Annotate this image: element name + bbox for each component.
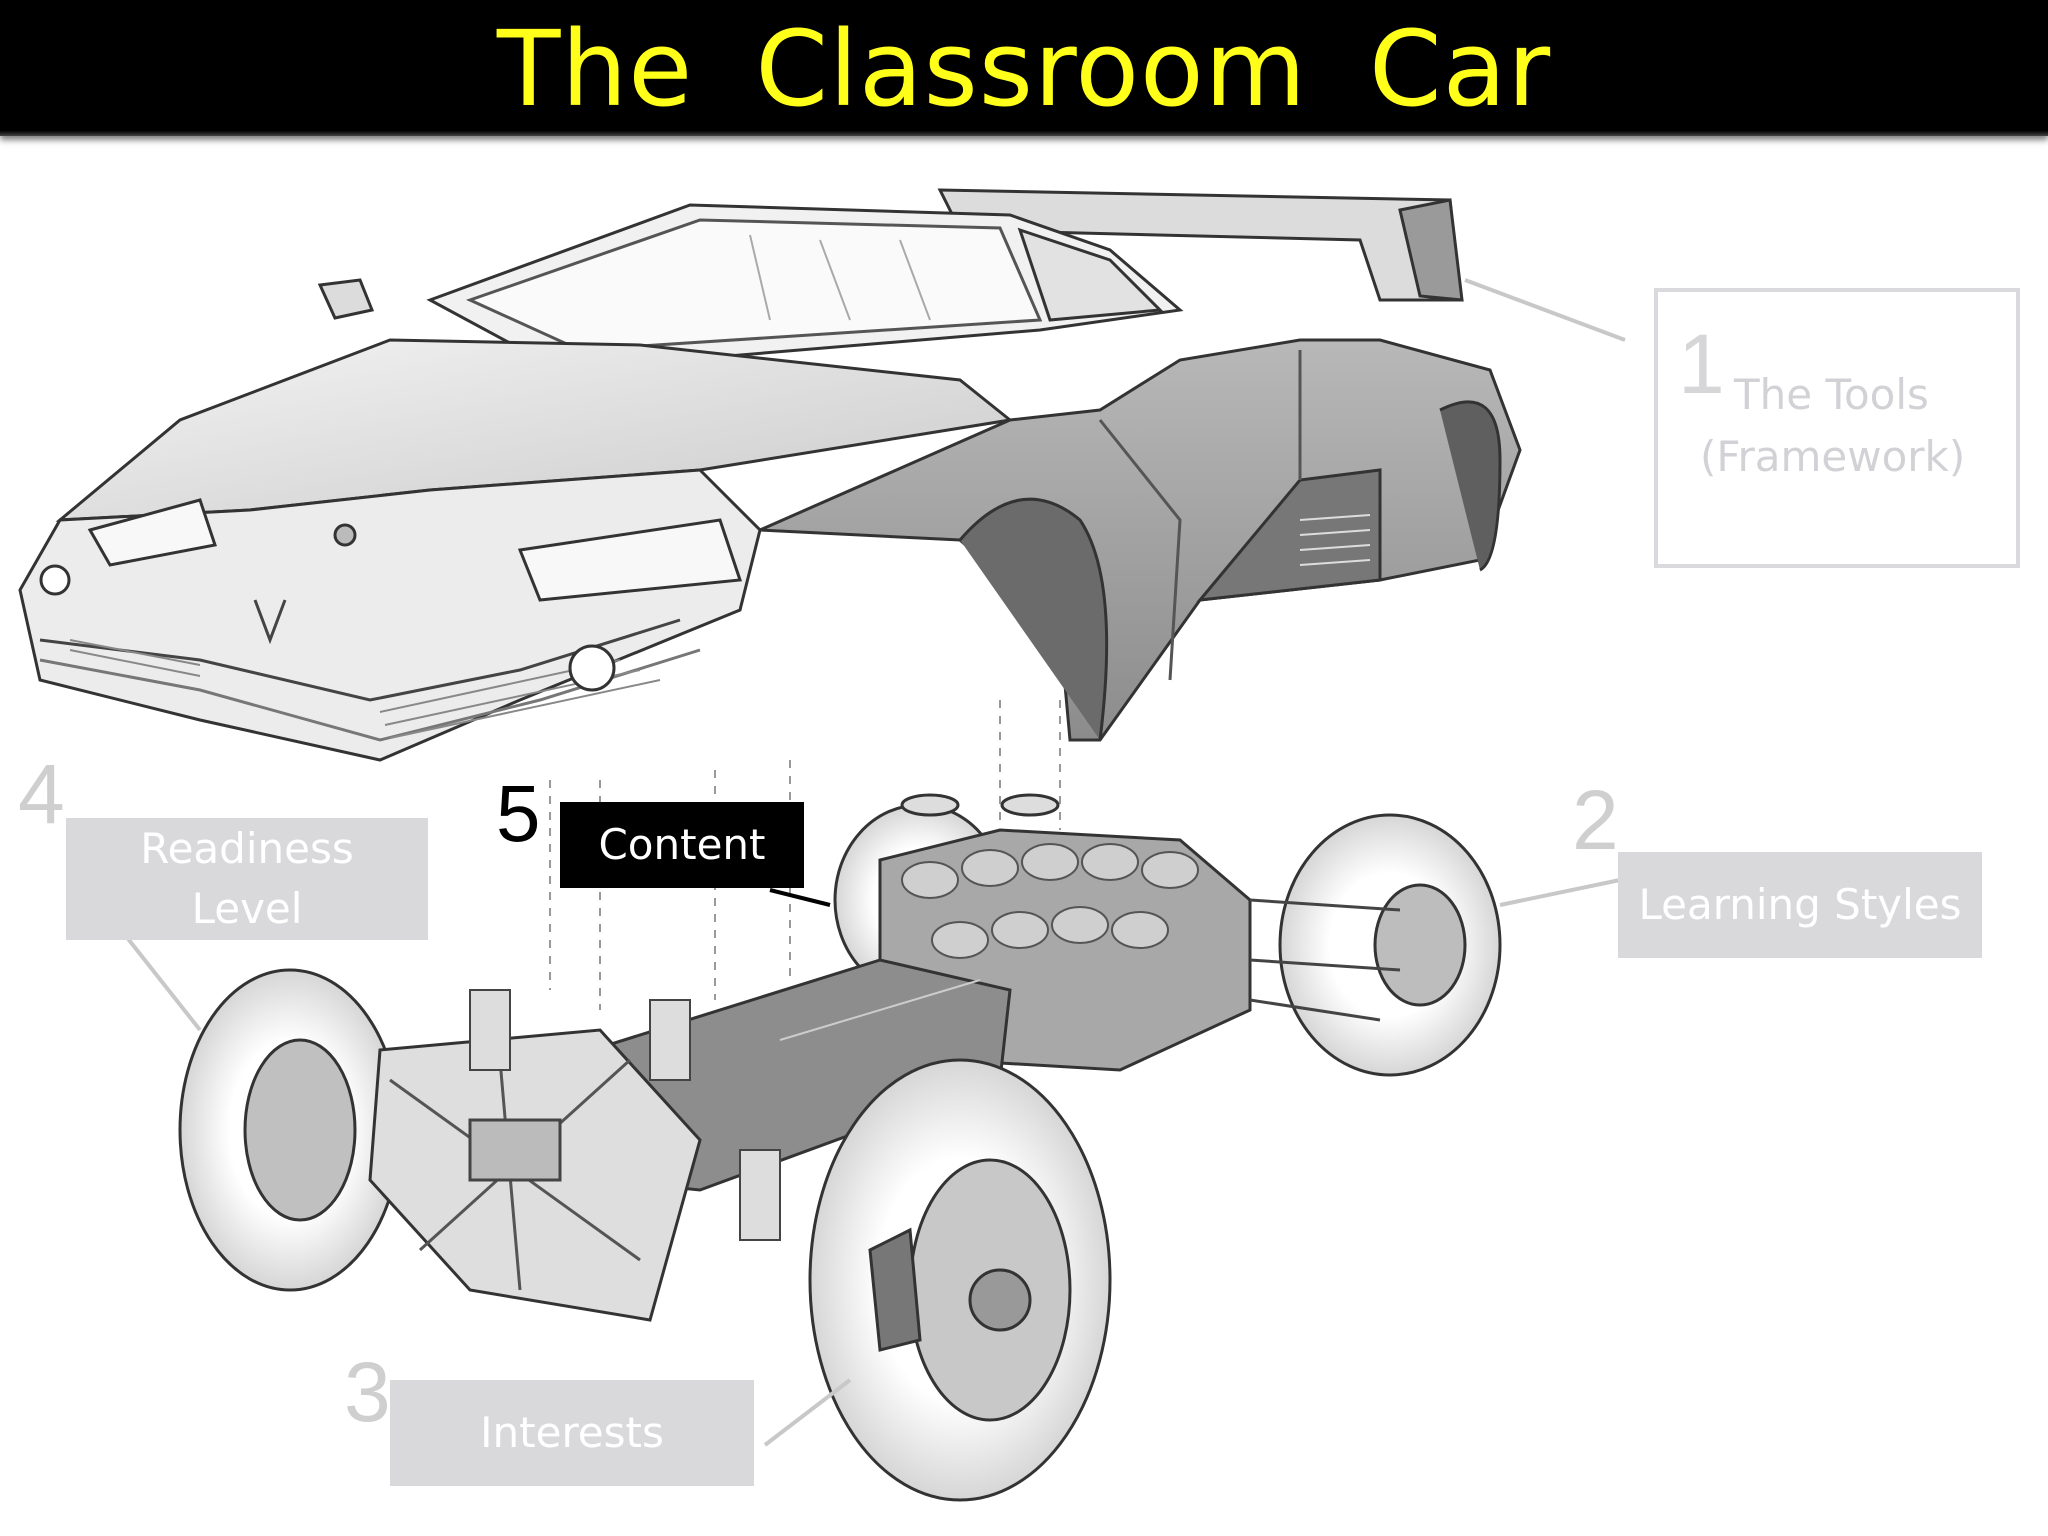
interests-label: Interests xyxy=(390,1380,754,1486)
slide-title: The Classroom Car xyxy=(496,8,1552,130)
tools-label-line1: The Tools xyxy=(1734,370,1929,419)
interests-number: 3 xyxy=(344,1345,391,1439)
readiness-label-line2: Level xyxy=(191,884,303,933)
readiness-label-line1: Readiness xyxy=(140,824,354,873)
car-illustration xyxy=(18,188,1626,1502)
readiness-label: Readiness Level xyxy=(66,818,428,940)
title-bar: The Classroom Car xyxy=(0,0,2048,136)
tools-callout-box xyxy=(1654,288,2020,568)
tools-number: 1 xyxy=(1678,317,1725,411)
learning-styles-number: 2 xyxy=(1572,773,1619,867)
content-number: 5 xyxy=(496,769,541,858)
content-label: Content xyxy=(560,802,804,888)
learning-styles-label: Learning Styles xyxy=(1618,852,1982,958)
readiness-number: 4 xyxy=(18,747,65,841)
car-body xyxy=(18,188,1522,762)
car-chassis xyxy=(178,793,1502,1502)
tools-label-line2: (Framework) xyxy=(1700,432,1966,481)
